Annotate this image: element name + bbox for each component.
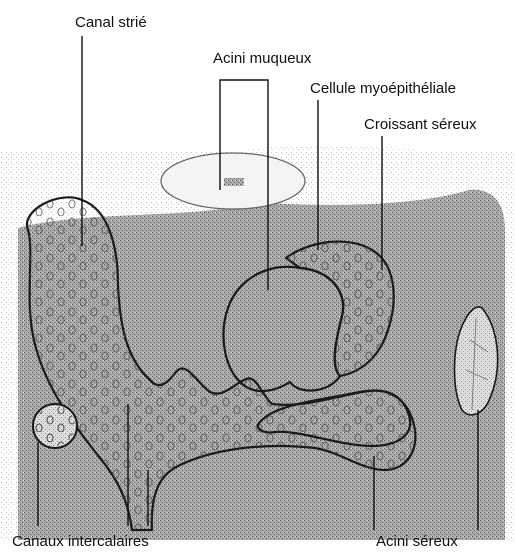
label-croissant-sereux: Croissant séreux <box>364 116 477 133</box>
upper-acinus-lumen <box>224 178 244 186</box>
label-acini-muqueux: Acini muqueux <box>213 50 312 67</box>
label-cellule-myoepitheliale: Cellule myoépithéliale <box>310 80 456 97</box>
small-acinus-left-nuclei <box>35 406 75 446</box>
label-canaux-intercalaires: Canaux intercalaires <box>12 533 149 550</box>
label-canal-strie: Canal strié <box>75 14 147 31</box>
label-acini-sereux: Acini séreux <box>376 533 458 550</box>
